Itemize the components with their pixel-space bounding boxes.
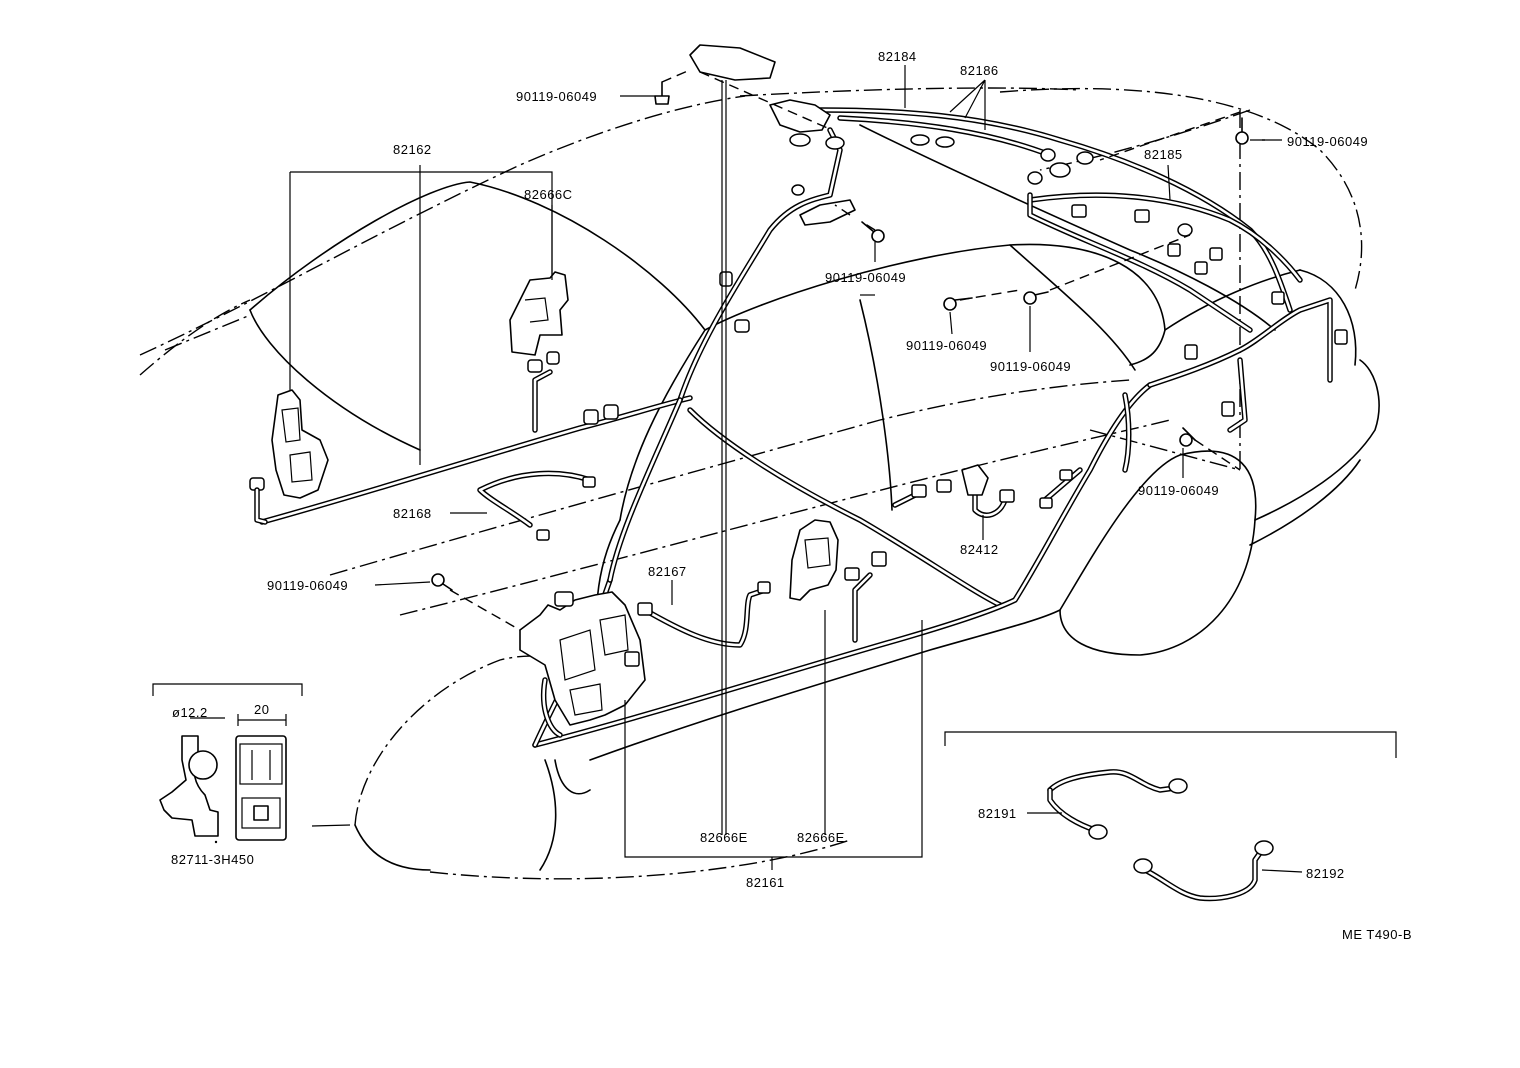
part-front-junction-block xyxy=(519,591,646,738)
label-82168: 82168 xyxy=(393,506,432,521)
connector-group xyxy=(536,134,1348,616)
part-center-pillar-module xyxy=(789,519,887,601)
bolt-icon-top-left xyxy=(654,81,670,105)
label-82162: 82162 xyxy=(393,142,432,157)
reference-code: ME T490-B xyxy=(1342,927,1412,942)
label-bolt-top-left: 90119-06049 xyxy=(516,89,597,104)
label-82185: 82185 xyxy=(1144,147,1183,162)
part-82412-sensor xyxy=(911,464,1015,503)
bolt-icon-right xyxy=(1179,427,1196,447)
label-bolt-right: 90119-06049 xyxy=(1138,483,1219,498)
loose-harness-inset xyxy=(944,731,1397,902)
label-82167: 82167 xyxy=(648,564,687,579)
label-82666e-left: 82666E xyxy=(700,830,748,845)
label-bolt-mid-b: 90119-06049 xyxy=(990,359,1071,374)
label-bolt-center: 90119-06049 xyxy=(825,270,906,285)
label-82184: 82184 xyxy=(878,49,917,64)
label-82161: 82161 xyxy=(746,875,785,890)
part-82162-ecu xyxy=(249,389,329,525)
label-82186: 82186 xyxy=(960,63,999,78)
part-labels: 82184 82186 90119-06049 90119-06049 8216… xyxy=(171,49,1412,942)
label-clip-diameter: ø12.2 xyxy=(172,705,208,720)
label-82192: 82192 xyxy=(1306,866,1345,881)
clip-detail-inset xyxy=(152,683,303,844)
label-82191: 82191 xyxy=(978,806,1017,821)
label-bolt-mid-a: 90119-06049 xyxy=(906,338,987,353)
label-82711-3h450: 82711-3H450 xyxy=(171,852,254,867)
bolt-icon-left xyxy=(431,573,453,591)
bolt-icon-mid-b xyxy=(1023,291,1049,305)
label-82666c: 82666C xyxy=(524,187,573,202)
bolt-icon-center xyxy=(861,221,885,243)
bolt-icon-top-right xyxy=(1235,117,1249,145)
label-clip-width: 20 xyxy=(254,702,269,717)
label-bolt-top-right: 90119-06049 xyxy=(1287,134,1368,149)
label-bolt-left: 90119-06049 xyxy=(267,578,348,593)
part-roof-console xyxy=(689,44,856,226)
part-82666c-bracket xyxy=(509,271,569,373)
bolt-icon-mid-a xyxy=(943,297,973,311)
label-82412: 82412 xyxy=(960,542,999,557)
wire-harness-main xyxy=(259,107,1333,748)
leader-lines xyxy=(289,65,1282,870)
label-82666e-right: 82666E xyxy=(797,830,845,845)
